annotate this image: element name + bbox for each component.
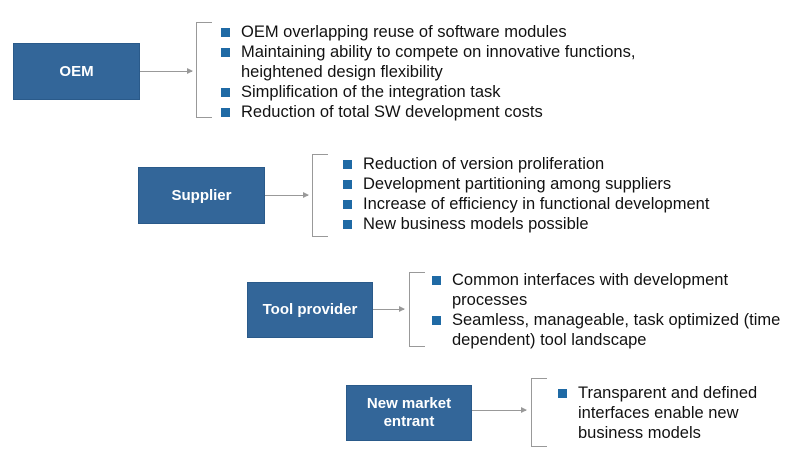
benefit-list-oem: OEM overlapping reuse of software module… xyxy=(221,22,641,122)
list-item: Reduction of version proliferation xyxy=(343,154,783,174)
bracket xyxy=(409,272,425,347)
arrow-connector xyxy=(472,407,527,413)
list-item: Development partitioning among suppliers xyxy=(343,174,783,194)
bullet-square-icon xyxy=(221,108,230,117)
arrow-connector xyxy=(140,68,193,74)
stakeholder-box-supplier: Supplier xyxy=(138,167,265,224)
bullet-square-icon xyxy=(343,180,352,189)
bullet-square-icon xyxy=(343,160,352,169)
stakeholder-label: New market entrant xyxy=(366,395,452,430)
bullet-square-icon xyxy=(558,389,567,398)
stakeholder-box-tool-provider: Tool provider xyxy=(247,282,373,338)
bullet-square-icon xyxy=(343,220,352,229)
stakeholder-label: Tool provider xyxy=(262,301,358,318)
stakeholder-label: Supplier xyxy=(171,186,232,204)
bullet-square-icon xyxy=(432,276,441,285)
bullet-square-icon xyxy=(343,200,352,209)
list-item: Seamless, manageable, task optimized (ti… xyxy=(432,310,792,350)
list-item: New business models possible xyxy=(343,214,783,234)
bullet-square-icon xyxy=(221,48,230,57)
list-item: Increase of efficiency in functional dev… xyxy=(343,194,783,214)
stakeholder-box-new-market-entrant: New market entrant xyxy=(346,385,472,441)
bracket xyxy=(312,154,328,237)
list-item: Maintaining ability to compete on innova… xyxy=(221,42,641,82)
benefit-list-tool-provider: Common interfaces with development proce… xyxy=(432,270,792,350)
stakeholder-label: OEM xyxy=(59,62,94,80)
list-item: Reduction of total SW development costs xyxy=(221,102,641,122)
benefit-list-supplier: Reduction of version proliferation Devel… xyxy=(343,154,783,234)
list-item: Simplification of the integration task xyxy=(221,82,641,102)
arrow-connector xyxy=(265,192,309,198)
list-item: Common interfaces with development proce… xyxy=(432,270,792,310)
arrow-connector xyxy=(373,306,405,312)
bullet-square-icon xyxy=(432,316,441,325)
benefit-list-new-market-entrant: Transparent and defined interfaces enabl… xyxy=(558,383,788,443)
list-item: Transparent and defined interfaces enabl… xyxy=(558,383,788,443)
bracket xyxy=(531,378,547,447)
bracket xyxy=(196,22,212,118)
bullet-square-icon xyxy=(221,28,230,37)
bullet-square-icon xyxy=(221,88,230,97)
list-item: OEM overlapping reuse of software module… xyxy=(221,22,641,42)
stakeholder-box-oem: OEM xyxy=(13,43,140,100)
